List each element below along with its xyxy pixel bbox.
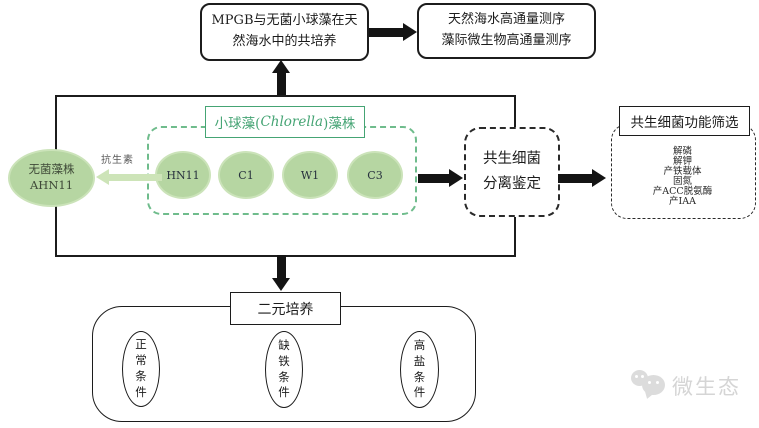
function-item: 产IAA xyxy=(669,196,696,207)
condition-ellipse-high-salt: 高 盐 条 件 xyxy=(400,331,439,408)
wechat-logo-icon xyxy=(630,369,670,401)
chlorella-title: 小球藻(Chlorella)藻株 xyxy=(205,106,365,138)
isolation-box: 共生细菌 分离鉴定 xyxy=(464,127,560,217)
arrow-cocultivation-to-sequencing-icon xyxy=(369,23,417,41)
arrow-up-icon xyxy=(272,60,290,95)
chlorella-title-suffix: )藻株 xyxy=(323,116,356,132)
cocultivation-box: MPGB与无菌小球藻在天 然海水中的共培养 xyxy=(200,3,369,61)
sequencing-box: 天然海水高通量测序 藻际微生物高通量测序 xyxy=(417,3,596,59)
antibiotic-arrow-icon xyxy=(96,169,162,185)
arrow-down-icon xyxy=(272,255,290,291)
function-item: 产ACC脱氨酶 xyxy=(652,186,713,197)
antibiotic-label: 抗生素 xyxy=(101,155,134,166)
function-item: 解钾 xyxy=(672,156,692,167)
binary-culture-box: 二元培养 xyxy=(230,292,341,325)
condition-ellipse-normal: 正 常 条 件 xyxy=(122,331,160,407)
arrow-isolation-to-function-icon xyxy=(558,169,606,187)
function-screening-box xyxy=(611,124,756,219)
strain-ellipse-w1: W1 xyxy=(282,151,338,199)
function-item-list: 解磷 解钾 产铁载体 固氮 产ACC脱氨酶 产IAA xyxy=(611,147,754,207)
axenic-strain-ellipse: 无菌藻株 AHN11 xyxy=(8,149,95,207)
condition-ellipse-iron-deficient: 缺 铁 条 件 xyxy=(265,331,303,408)
chlorella-species-name: Chlorella xyxy=(260,114,324,130)
function-item: 固氮 xyxy=(672,176,692,187)
function-item: 产铁载体 xyxy=(663,166,702,177)
function-item: 解磷 xyxy=(672,146,692,157)
strain-ellipse-hn11: HN11 xyxy=(155,151,211,199)
arrow-culture-to-isolation-icon xyxy=(418,169,464,187)
watermark-text: 微生态 xyxy=(672,375,741,399)
chlorella-title-prefix: 小球藻( xyxy=(214,116,261,132)
strain-ellipse-c3: C3 xyxy=(347,151,403,199)
function-screening-title: 共生细菌功能筛选 xyxy=(619,106,750,136)
strain-ellipse-c1: C1 xyxy=(218,151,274,199)
